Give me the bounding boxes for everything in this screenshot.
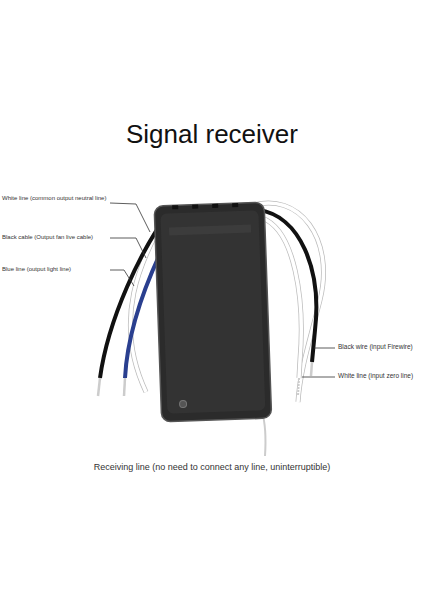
housing-face bbox=[160, 210, 265, 413]
callout-label: Black cable (Output fan live cable) bbox=[2, 234, 110, 241]
stripped-tip bbox=[124, 378, 125, 396]
leader-line bbox=[110, 203, 150, 232]
leader-line bbox=[302, 377, 335, 378]
callout-label: White line (common output neutral line) bbox=[2, 195, 108, 202]
title: Signal receiver bbox=[126, 120, 298, 149]
stripped-tip bbox=[298, 378, 299, 396]
leader-line bbox=[110, 270, 134, 286]
indicator-led bbox=[179, 400, 186, 407]
leader-line bbox=[110, 238, 146, 258]
receiver-body bbox=[154, 202, 271, 422]
notch bbox=[172, 205, 178, 209]
notch bbox=[232, 203, 238, 207]
leader-line bbox=[314, 348, 335, 349]
callout-label: White line (input zero line) bbox=[338, 372, 422, 380]
callout-label: Blue line (output light line) bbox=[2, 266, 110, 273]
stripped-tip bbox=[98, 378, 100, 396]
housing bbox=[154, 202, 271, 422]
label-plate bbox=[169, 225, 251, 236]
callout-label: Black wire (input Firewire) bbox=[338, 343, 422, 351]
notch bbox=[192, 204, 198, 208]
notch bbox=[212, 204, 218, 208]
stripped-tip bbox=[311, 362, 312, 376]
callout-label: Receiving line (no need to connect any l… bbox=[0, 462, 424, 473]
